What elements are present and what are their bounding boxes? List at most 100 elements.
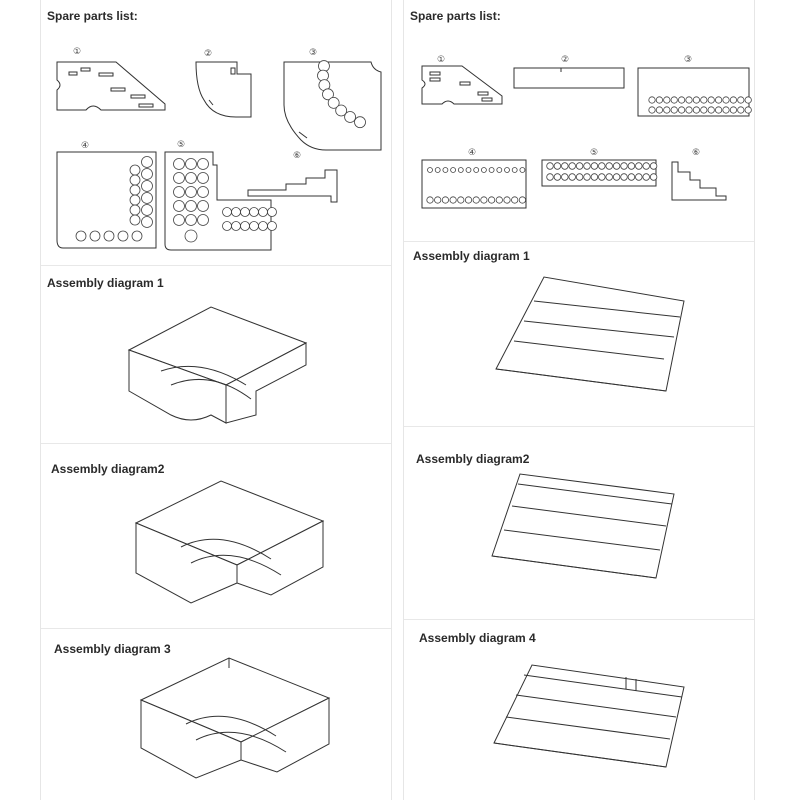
- hole-icon: [184, 229, 198, 243]
- hole-icon: [737, 106, 745, 114]
- hole-icon: [722, 106, 730, 114]
- hole-icon: [141, 180, 153, 192]
- hole-icon: [185, 200, 197, 212]
- left-assembly-1-drawing: [127, 306, 308, 424]
- hole-icon: [546, 162, 554, 170]
- left-assembly-2-drawing: [134, 480, 325, 604]
- hole-icon: [700, 96, 708, 104]
- hole-icon: [426, 196, 434, 204]
- hole-icon: [707, 96, 715, 104]
- hole-icon: [249, 221, 259, 231]
- hole-icon: [583, 162, 591, 170]
- hole-icon: [327, 96, 340, 109]
- hole-icon: [714, 96, 723, 104]
- hole-icon: [655, 96, 663, 104]
- hole-icon: [249, 207, 259, 217]
- hole-icon: [504, 167, 510, 173]
- hole-icon: [258, 207, 268, 217]
- right-part-5: ⑤: [541, 148, 658, 187]
- hole-icon: [354, 116, 366, 129]
- right-part-1-number: ①: [437, 55, 445, 65]
- hole-icon: [267, 221, 277, 231]
- hole-icon: [561, 162, 569, 170]
- left-part-5: ⑤: [164, 140, 277, 251]
- hole-icon: [575, 162, 584, 170]
- hole-icon: [511, 167, 518, 173]
- hole-icon: [561, 173, 569, 181]
- hole-icon: [129, 204, 141, 216]
- hole-icon: [173, 172, 185, 184]
- hole-icon: [185, 214, 197, 226]
- hole-icon: [173, 186, 185, 198]
- hole-icon: [185, 186, 197, 198]
- left-part-2: ②: [195, 49, 252, 118]
- hole-icon: [568, 173, 576, 181]
- left-column: Spare parts list: ① ② ③: [40, 0, 392, 800]
- hole-icon: [583, 173, 591, 181]
- hole-icon: [473, 167, 480, 173]
- right-part-3-number: ③: [684, 55, 692, 65]
- hole-icon: [692, 96, 700, 104]
- left-assembly-2-panel: Assembly diagram2: [41, 443, 391, 629]
- hole-icon: [480, 196, 488, 204]
- hole-icon: [131, 230, 143, 242]
- hole-icon: [692, 106, 700, 114]
- hole-icon: [677, 106, 686, 114]
- hole-icon: [663, 106, 671, 114]
- hole-icon: [627, 173, 636, 181]
- hole-icon: [344, 111, 356, 123]
- hole-icon: [685, 96, 693, 104]
- left-assembly-1-title: Assembly diagram 1: [47, 276, 164, 290]
- right-part-1: ①: [421, 55, 503, 105]
- hole-icon: [141, 204, 153, 216]
- hole-icon: [258, 221, 268, 231]
- hole-icon: [677, 96, 686, 104]
- left-part-3: ③: [283, 48, 382, 151]
- hole-icon: [744, 96, 752, 104]
- left-parts-panel: Spare parts list: ① ② ③: [41, 0, 391, 266]
- hole-icon: [598, 173, 606, 181]
- hole-icon: [240, 207, 250, 217]
- left-assembly-3-title: Assembly diagram 3: [54, 642, 171, 656]
- hole-icon: [222, 221, 232, 231]
- hole-icon: [449, 196, 457, 204]
- hole-icon: [707, 106, 715, 114]
- left-part-1: ①: [56, 47, 166, 111]
- hole-icon: [103, 230, 115, 242]
- hole-icon: [197, 214, 209, 226]
- hole-icon: [553, 173, 562, 181]
- hole-icon: [481, 167, 487, 173]
- hole-icon: [605, 173, 613, 181]
- hole-icon: [141, 156, 153, 168]
- right-assembly-1-drawing: [495, 276, 685, 392]
- hole-icon: [465, 167, 472, 173]
- hole-icon: [729, 106, 737, 114]
- right-part-4-number: ④: [468, 148, 476, 158]
- hole-icon: [648, 106, 656, 114]
- hole-icon: [670, 106, 678, 114]
- right-assembly-1-panel: Assembly diagram 1: [404, 241, 754, 427]
- hole-icon: [488, 196, 496, 204]
- hole-icon: [590, 162, 599, 170]
- left-assembly-3-drawing: [139, 657, 331, 779]
- right-column: Spare parts list: ① ② ③: [403, 0, 755, 800]
- left-assembly-1-panel: Assembly diagram 1: [41, 265, 391, 444]
- right-assembly-1-title: Assembly diagram 1: [413, 249, 530, 263]
- left-part-3-number: ③: [309, 48, 317, 58]
- right-parts-title: Spare parts list:: [410, 9, 501, 23]
- hole-icon: [737, 96, 745, 104]
- hole-icon: [185, 172, 197, 184]
- hole-icon: [663, 96, 671, 104]
- right-part-5-number: ⑤: [590, 148, 598, 158]
- hole-icon: [627, 162, 636, 170]
- hole-icon: [129, 194, 141, 206]
- hole-icon: [434, 167, 441, 173]
- hole-icon: [722, 96, 730, 104]
- hole-icon: [173, 200, 185, 212]
- hole-icon: [495, 196, 503, 204]
- hole-icon: [620, 162, 628, 170]
- right-part-4: ④: [421, 148, 527, 209]
- right-assembly-4-title: Assembly diagram 4: [419, 631, 536, 645]
- left-part-4-number: ④: [81, 141, 89, 151]
- right-assembly-2-panel: Assembly diagram2: [404, 426, 754, 620]
